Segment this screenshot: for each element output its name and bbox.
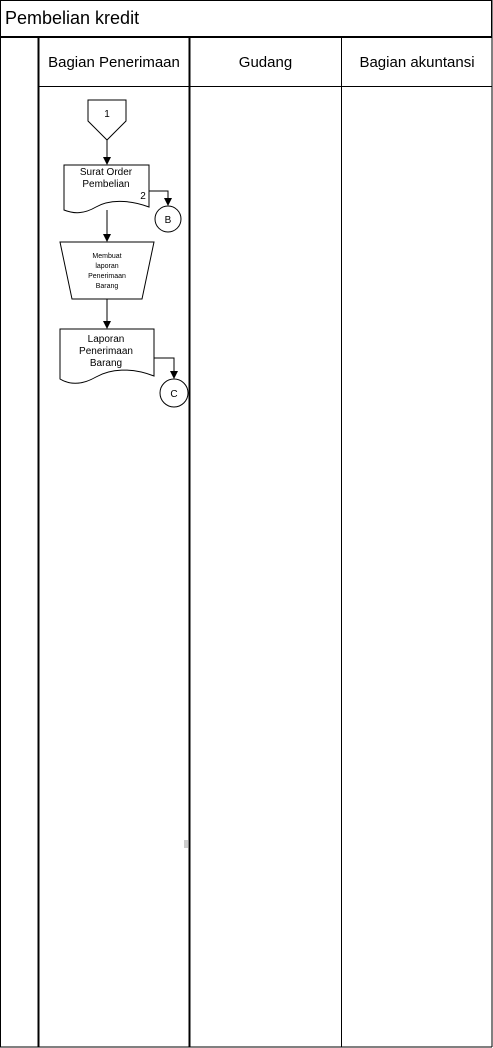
connector-b-label: B: [165, 215, 172, 226]
connector-c[interactable]: C: [159, 378, 189, 408]
connector-1-label: 1: [104, 109, 110, 120]
doc-laporan-line3: Barang: [90, 358, 122, 369]
manual-process-membuat-laporan[interactable]: Membuat laporan Penerimaan Barang: [59, 241, 155, 300]
doc-laporan-line2: Penerimaan: [79, 346, 133, 357]
lane-header-bagian-penerimaan: Bagian Penerimaan: [48, 53, 180, 71]
offpage-connector-1[interactable]: 1: [87, 99, 127, 141]
doc-surat-order-line1: Surat Order: [80, 167, 133, 178]
connector-c-label: C: [170, 389, 177, 400]
flow-arrow-to-b: [149, 190, 172, 206]
lane-header-bagian-akuntansi: Bagian akuntansi: [359, 53, 475, 71]
diagram-title: Pembelian kredit: [5, 8, 140, 28]
process-line3: Penerimaan: [88, 273, 126, 280]
process-line4: Barang: [96, 283, 119, 290]
document-laporan-penerimaan-barang[interactable]: Laporan Penerimaan Barang: [59, 328, 155, 384]
doc-copy-number: 2: [140, 191, 146, 202]
document-surat-order-pembelian[interactable]: Surat Order Pembelian 2: [63, 164, 150, 214]
doc-surat-order-line2: Pembelian: [82, 179, 129, 190]
process-line2: laporan: [95, 263, 118, 270]
lane-header-gudang: Gudang: [238, 53, 293, 71]
doc-laporan-line1: Laporan: [88, 334, 125, 345]
lane-border-grip[interactable]: [184, 840, 188, 848]
connector-b[interactable]: B: [154, 205, 182, 233]
flow-arrow-to-c: [154, 357, 178, 379]
process-line1: Membuat: [92, 253, 121, 260]
